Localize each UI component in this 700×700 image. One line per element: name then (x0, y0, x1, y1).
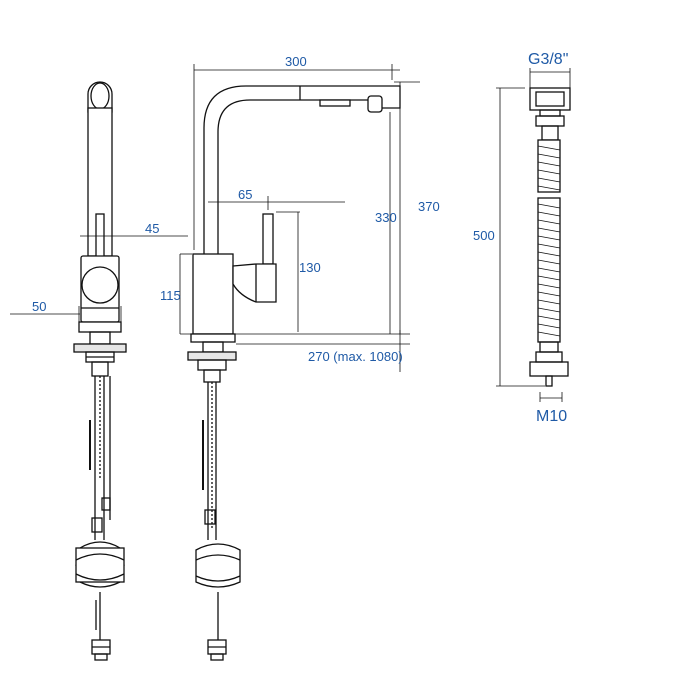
hose-dimensions (496, 68, 571, 402)
thread-label-top: G3/8" (528, 51, 568, 68)
dimension-label-hose: 270 (max. 1080) (308, 349, 403, 364)
dimension-label-115: 115 (160, 288, 181, 303)
faucet-side-view (73, 81, 127, 661)
dimension-label-65: 65 (238, 187, 252, 202)
dimension-label-130: 130 (299, 260, 321, 275)
side-view-dimensions (10, 228, 188, 322)
dimension-label-330: 330 (375, 210, 397, 225)
dimension-label-370: 370 (418, 199, 440, 214)
front-view-dimensions (179, 64, 420, 372)
supply-hose (529, 87, 571, 387)
dimension-label-45: 45 (145, 221, 159, 236)
dimension-label-500: 500 (473, 228, 495, 243)
dimension-label-50: 50 (32, 299, 46, 314)
dimension-label-300: 300 (285, 54, 307, 69)
faucet-front-view (187, 85, 401, 661)
thread-label-bottom: M10 (536, 408, 567, 425)
